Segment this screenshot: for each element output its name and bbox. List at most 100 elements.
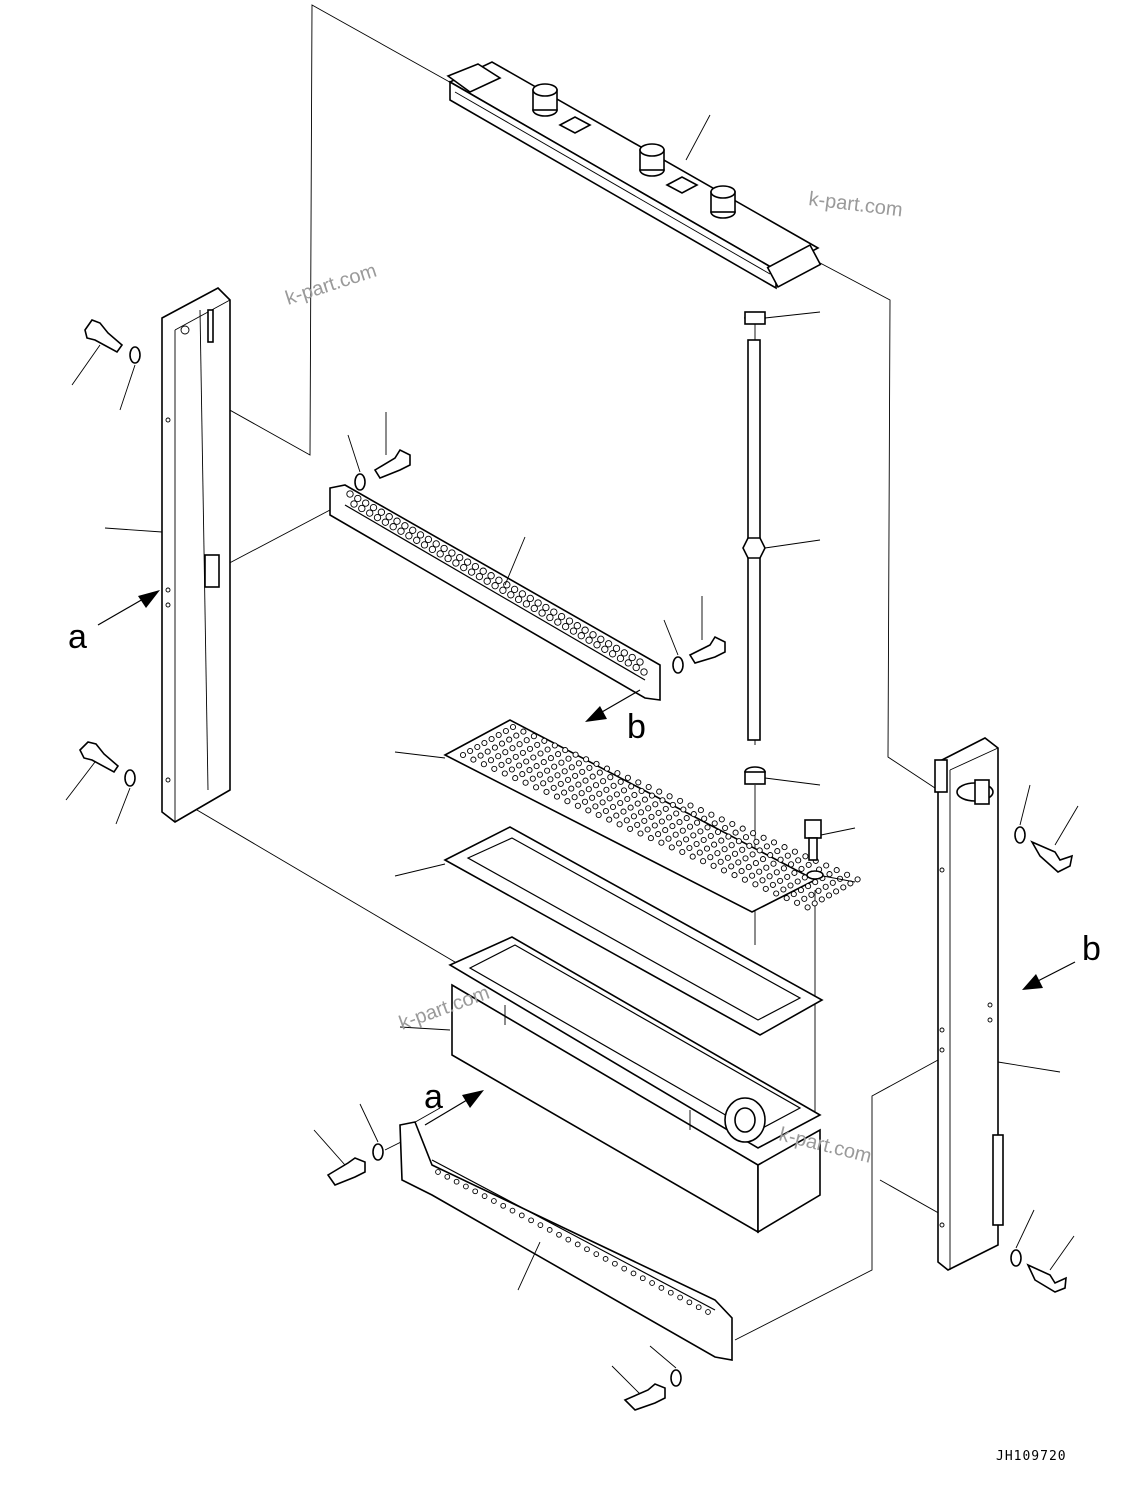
hole [512,753,519,760]
hole [544,767,551,774]
hole [540,759,547,766]
hole [612,1260,618,1267]
hole [787,882,794,889]
hole [640,668,648,676]
hole [534,741,541,748]
hole [553,793,561,800]
hole [562,747,569,754]
hole [561,789,568,796]
hole [675,840,683,847]
hole [393,517,401,525]
hole [530,754,537,761]
hole [606,816,613,823]
hole [791,869,798,876]
hole [645,805,652,812]
hole [413,536,421,544]
hole [528,1217,534,1224]
hole [424,535,433,544]
hole [720,867,728,874]
hole [574,802,581,809]
hole [742,855,749,862]
hole [561,768,568,775]
hole [432,540,440,548]
hole [829,879,836,886]
hole [634,821,641,828]
hole [721,846,728,853]
hole [697,828,704,835]
hole [632,663,640,672]
hole [825,892,833,899]
hole [555,751,562,758]
hole [350,500,358,508]
hole [369,503,378,512]
hole [471,562,480,571]
hole [506,736,513,743]
hole [673,810,680,817]
hole [818,896,825,903]
hole [791,848,798,855]
hole [833,888,840,895]
hole [593,760,600,767]
hole [801,895,808,902]
hole [512,775,519,782]
hole [509,745,516,752]
hole [509,723,517,731]
bolt-lower-bar-left [313,1103,384,1186]
view-label-a-left: a [68,618,87,656]
hole [728,842,735,849]
hole [658,1285,665,1291]
hole [735,838,742,845]
watermark-top-left: k-part.com [283,260,380,310]
lower-tank [399,936,822,1234]
hole [470,756,477,763]
hole [690,832,697,839]
hole [505,757,512,764]
hole [636,658,644,666]
hole [693,840,700,848]
hole [707,854,714,861]
hole [781,844,788,851]
hole [717,858,724,865]
hole [483,577,491,585]
hole [616,821,623,828]
hole [522,600,531,608]
hole [589,794,596,801]
bolt-upper-bar-left [347,412,411,491]
hole [731,850,739,857]
bolt-core-plate [804,819,856,883]
hole [487,572,495,580]
hole [536,771,543,778]
hole [614,770,621,777]
hole [735,859,742,866]
hole [401,522,409,530]
hole [648,813,655,820]
hole [460,563,468,572]
hole [784,852,791,859]
view-label-b-right: b [1082,930,1101,968]
hole [769,881,776,888]
hole [583,756,590,763]
hole [686,823,694,830]
hole [491,582,499,590]
hole [707,832,714,840]
hole [463,558,472,566]
hole [513,732,520,739]
hole [597,635,605,643]
hole [840,884,847,891]
bolt-right-bottom [1010,1209,1075,1293]
hole [546,1227,553,1233]
hole [550,608,558,616]
hole [541,737,548,744]
hole [589,631,597,639]
hole [662,827,669,834]
hole [377,508,386,516]
hole [641,796,648,803]
arrow-a-bottom-head [462,1090,484,1108]
hole [752,860,759,867]
gasket [394,826,824,1036]
hole [704,824,711,831]
hole [759,856,767,863]
hole [613,812,620,819]
hole [794,878,801,885]
hole [596,790,603,797]
